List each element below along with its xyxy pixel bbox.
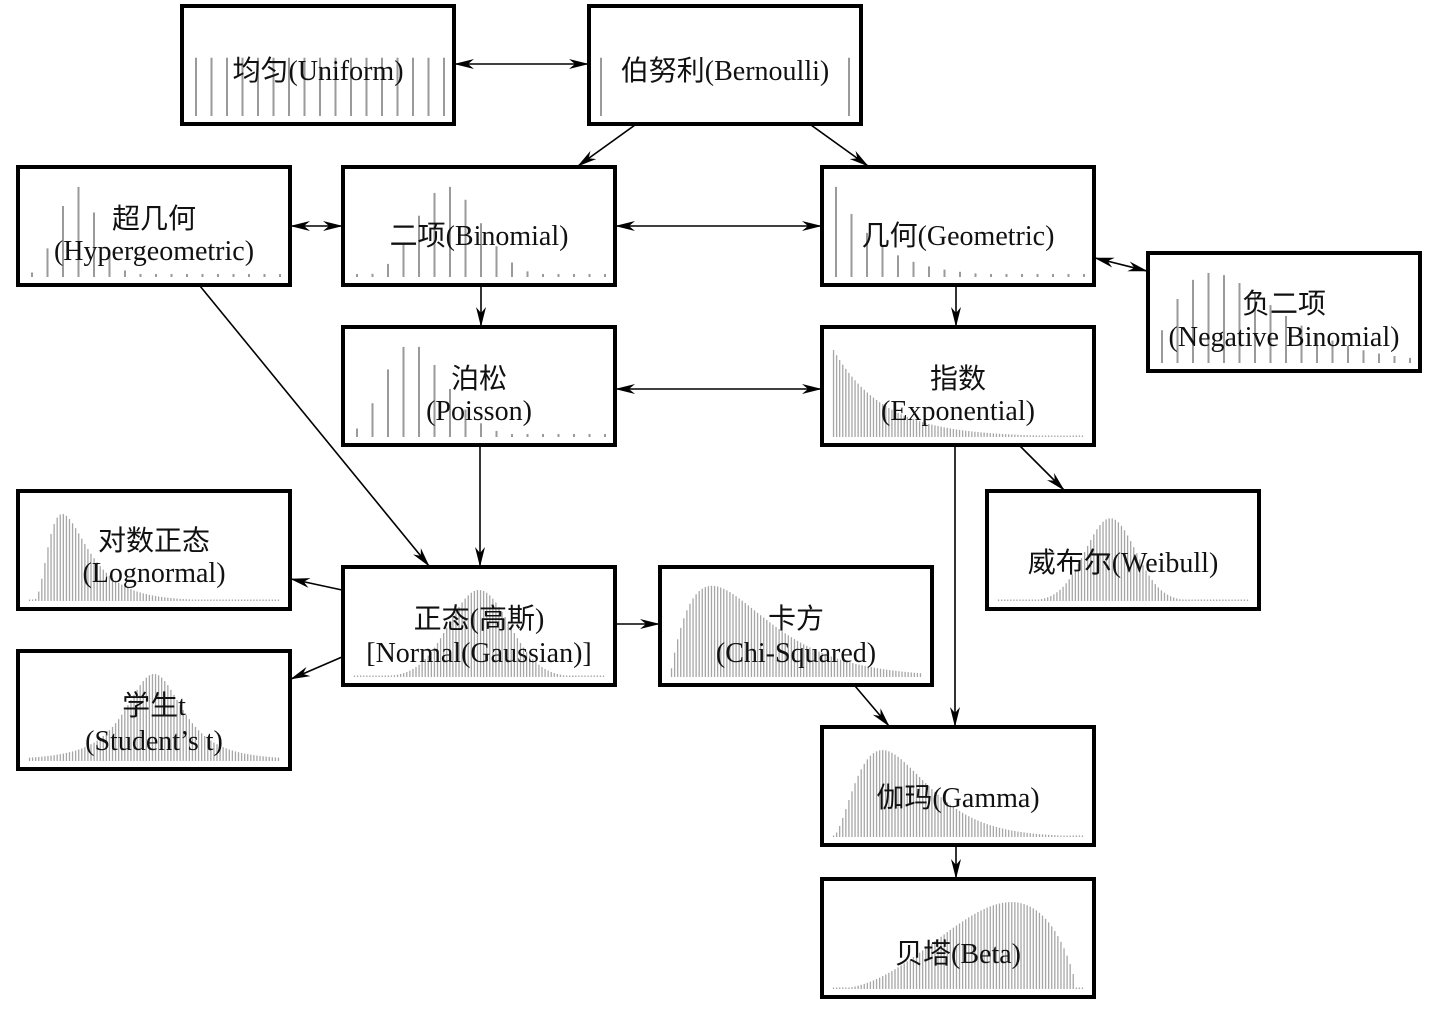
node-label: 几何(Geometric): [862, 220, 1055, 252]
node-label: (Lognormal): [82, 558, 225, 589]
node-label: 二项(Binomial): [390, 221, 569, 252]
node-box: [985, 489, 1261, 611]
node-box: [16, 649, 292, 771]
node-label: 超几何: [112, 203, 196, 235]
node-label: 正态(高斯): [414, 603, 545, 635]
node-label: 负二项: [1242, 288, 1326, 320]
distribution-glyph-lognormal: [28, 514, 280, 601]
node-negative-binomial[interactable]: 负二项(Negative Binomial): [1146, 251, 1422, 373]
distribution-glyph-geometric: [835, 186, 1085, 277]
node-label: 伽玛(Gamma): [876, 782, 1039, 814]
edge-bernoulli-to-binomial: [577, 124, 636, 167]
node-label: 卡方: [768, 603, 824, 635]
node-chi-squared[interactable]: 卡方(Chi-Squared): [658, 565, 934, 687]
distribution-glyph-binomial: [356, 186, 606, 277]
distribution-glyph-weibull: [997, 518, 1249, 601]
node-label: [Normal(Gaussian)]: [366, 638, 591, 669]
edge-geometric-to-negative-binomial: [1094, 257, 1148, 272]
distribution-glyph-bernoulli: [600, 57, 850, 116]
node-label: (Exponential): [881, 396, 1035, 427]
node-geometric[interactable]: 几何(Geometric): [820, 165, 1096, 287]
distribution-glyph-hypergeometric: [31, 186, 281, 277]
node-label: 指数: [930, 363, 986, 395]
node-normal[interactable]: 正态(高斯)[Normal(Gaussian)]: [341, 565, 617, 687]
node-box: [341, 565, 617, 687]
node-label: 威布尔(Weibull): [1028, 547, 1219, 579]
distribution-glyph-normal: [353, 590, 605, 677]
node-box: [587, 4, 863, 126]
node-bernoulli[interactable]: 伯努利(Bernoulli): [587, 4, 863, 126]
edge-chi-squared-to-gamma: [854, 685, 890, 727]
node-weibull[interactable]: 威布尔(Weibull): [985, 489, 1261, 611]
node-label: 伯努利(Bernoulli): [621, 55, 829, 87]
distribution-glyph-negative-binomial: [1161, 272, 1411, 363]
distribution-glyph-exponential: [832, 350, 1084, 437]
node-binomial[interactable]: 二项(Binomial): [341, 165, 617, 287]
distribution-glyph-poisson: [356, 346, 606, 437]
distribution-glyph-chi-squared: [670, 585, 922, 677]
edge-bernoulli-to-geometric: [810, 124, 869, 167]
node-box: [820, 877, 1096, 999]
edge-normal-to-lognormal: [290, 578, 343, 591]
node-label: 对数正态: [98, 525, 210, 557]
nodes-layer: 均匀(Uniform) 伯努利(Bernoulli) 超几何(Hypergeomet…: [16, 4, 1422, 999]
edge-normal-to-student-t: [290, 656, 343, 680]
node-box: [341, 165, 617, 287]
node-label: (Hypergeometric): [54, 236, 254, 267]
node-label: 学生t: [122, 690, 186, 722]
node-lognormal[interactable]: 对数正态(Lognormal): [16, 489, 292, 611]
node-label: 泊松: [451, 363, 507, 395]
node-poisson[interactable]: 泊松(Poisson): [341, 325, 617, 447]
distribution-glyph-beta: [832, 902, 1084, 989]
node-hypergeometric[interactable]: 超几何(Hypergeometric): [16, 165, 292, 287]
edges-layer: [199, 59, 1148, 879]
node-student-t[interactable]: 学生t (Student’s t): [16, 649, 292, 771]
distribution-glyph-gamma: [832, 750, 1084, 837]
distribution-glyph-uniform: [195, 57, 445, 116]
node-uniform[interactable]: 均匀(Uniform): [180, 4, 456, 126]
node-label: (Student’s t): [85, 726, 223, 757]
node-label: 均匀(Uniform): [232, 55, 403, 87]
node-beta[interactable]: 贝塔(Beta): [820, 877, 1096, 999]
node-label: (Poisson): [426, 396, 532, 427]
node-exponential[interactable]: 指数(Exponential): [820, 325, 1096, 447]
edge-hypergeometric-to-normal: [199, 285, 430, 567]
distribution-glyph-student-t: [28, 674, 280, 761]
node-label: 贝塔(Beta): [895, 938, 1021, 970]
node-label: (Negative Binomial): [1169, 322, 1400, 353]
node-label: (Chi-Squared): [716, 638, 876, 669]
node-gamma[interactable]: 伽玛(Gamma): [820, 725, 1096, 847]
edge-exponential-to-weibull: [1019, 445, 1065, 491]
